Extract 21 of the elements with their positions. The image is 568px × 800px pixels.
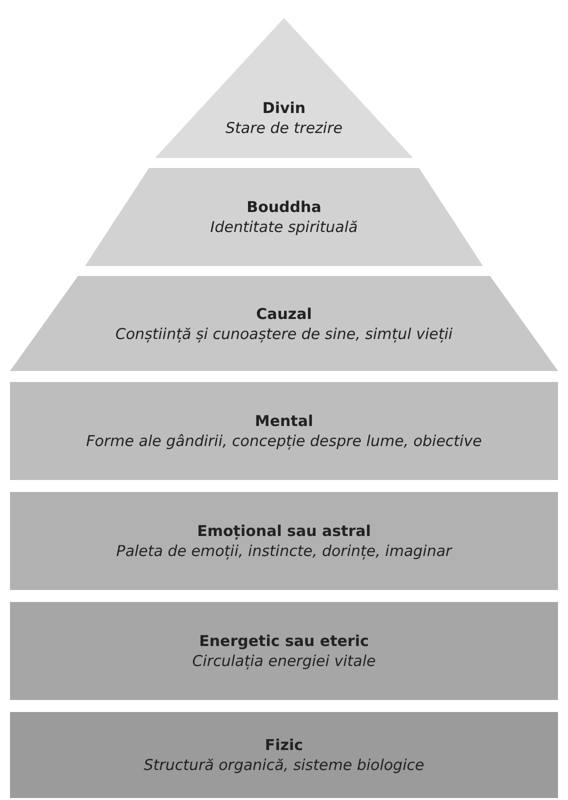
pyramid-tier bbox=[155, 18, 413, 158]
pyramid-tier bbox=[10, 382, 558, 480]
tier-title: Mental bbox=[254, 411, 314, 431]
tier-title: Bouddha bbox=[246, 197, 322, 217]
tier-description: Forme ale gândirii, concepție despre lume, obiective bbox=[86, 431, 482, 451]
pyramid-tier bbox=[10, 492, 558, 590]
tier-title: Energetic sau eteric bbox=[199, 631, 369, 651]
tier-description: Identitate spirituală bbox=[210, 217, 358, 237]
pyramid-tier bbox=[10, 276, 558, 371]
tier-title: Emoțional sau astral bbox=[197, 521, 371, 541]
tier-description: Structură organică, sisteme biologice bbox=[144, 755, 424, 775]
tier-title: Cauzal bbox=[256, 304, 312, 324]
pyramid-tier bbox=[10, 712, 558, 798]
tier-title: Fizic bbox=[264, 735, 304, 755]
tier-title: Divin bbox=[262, 98, 306, 118]
pyramid-tier bbox=[85, 168, 483, 266]
tier-description: Paleta de emoții, instincte, dorințe, imaginar bbox=[116, 541, 452, 561]
tier-description: Conștiință și cunoaștere de sine, simțul vieții bbox=[115, 324, 453, 344]
tier-description: Circulația energiei vitale bbox=[192, 651, 376, 671]
pyramid-tier bbox=[10, 602, 558, 700]
tier-description: Stare de trezire bbox=[226, 118, 342, 138]
